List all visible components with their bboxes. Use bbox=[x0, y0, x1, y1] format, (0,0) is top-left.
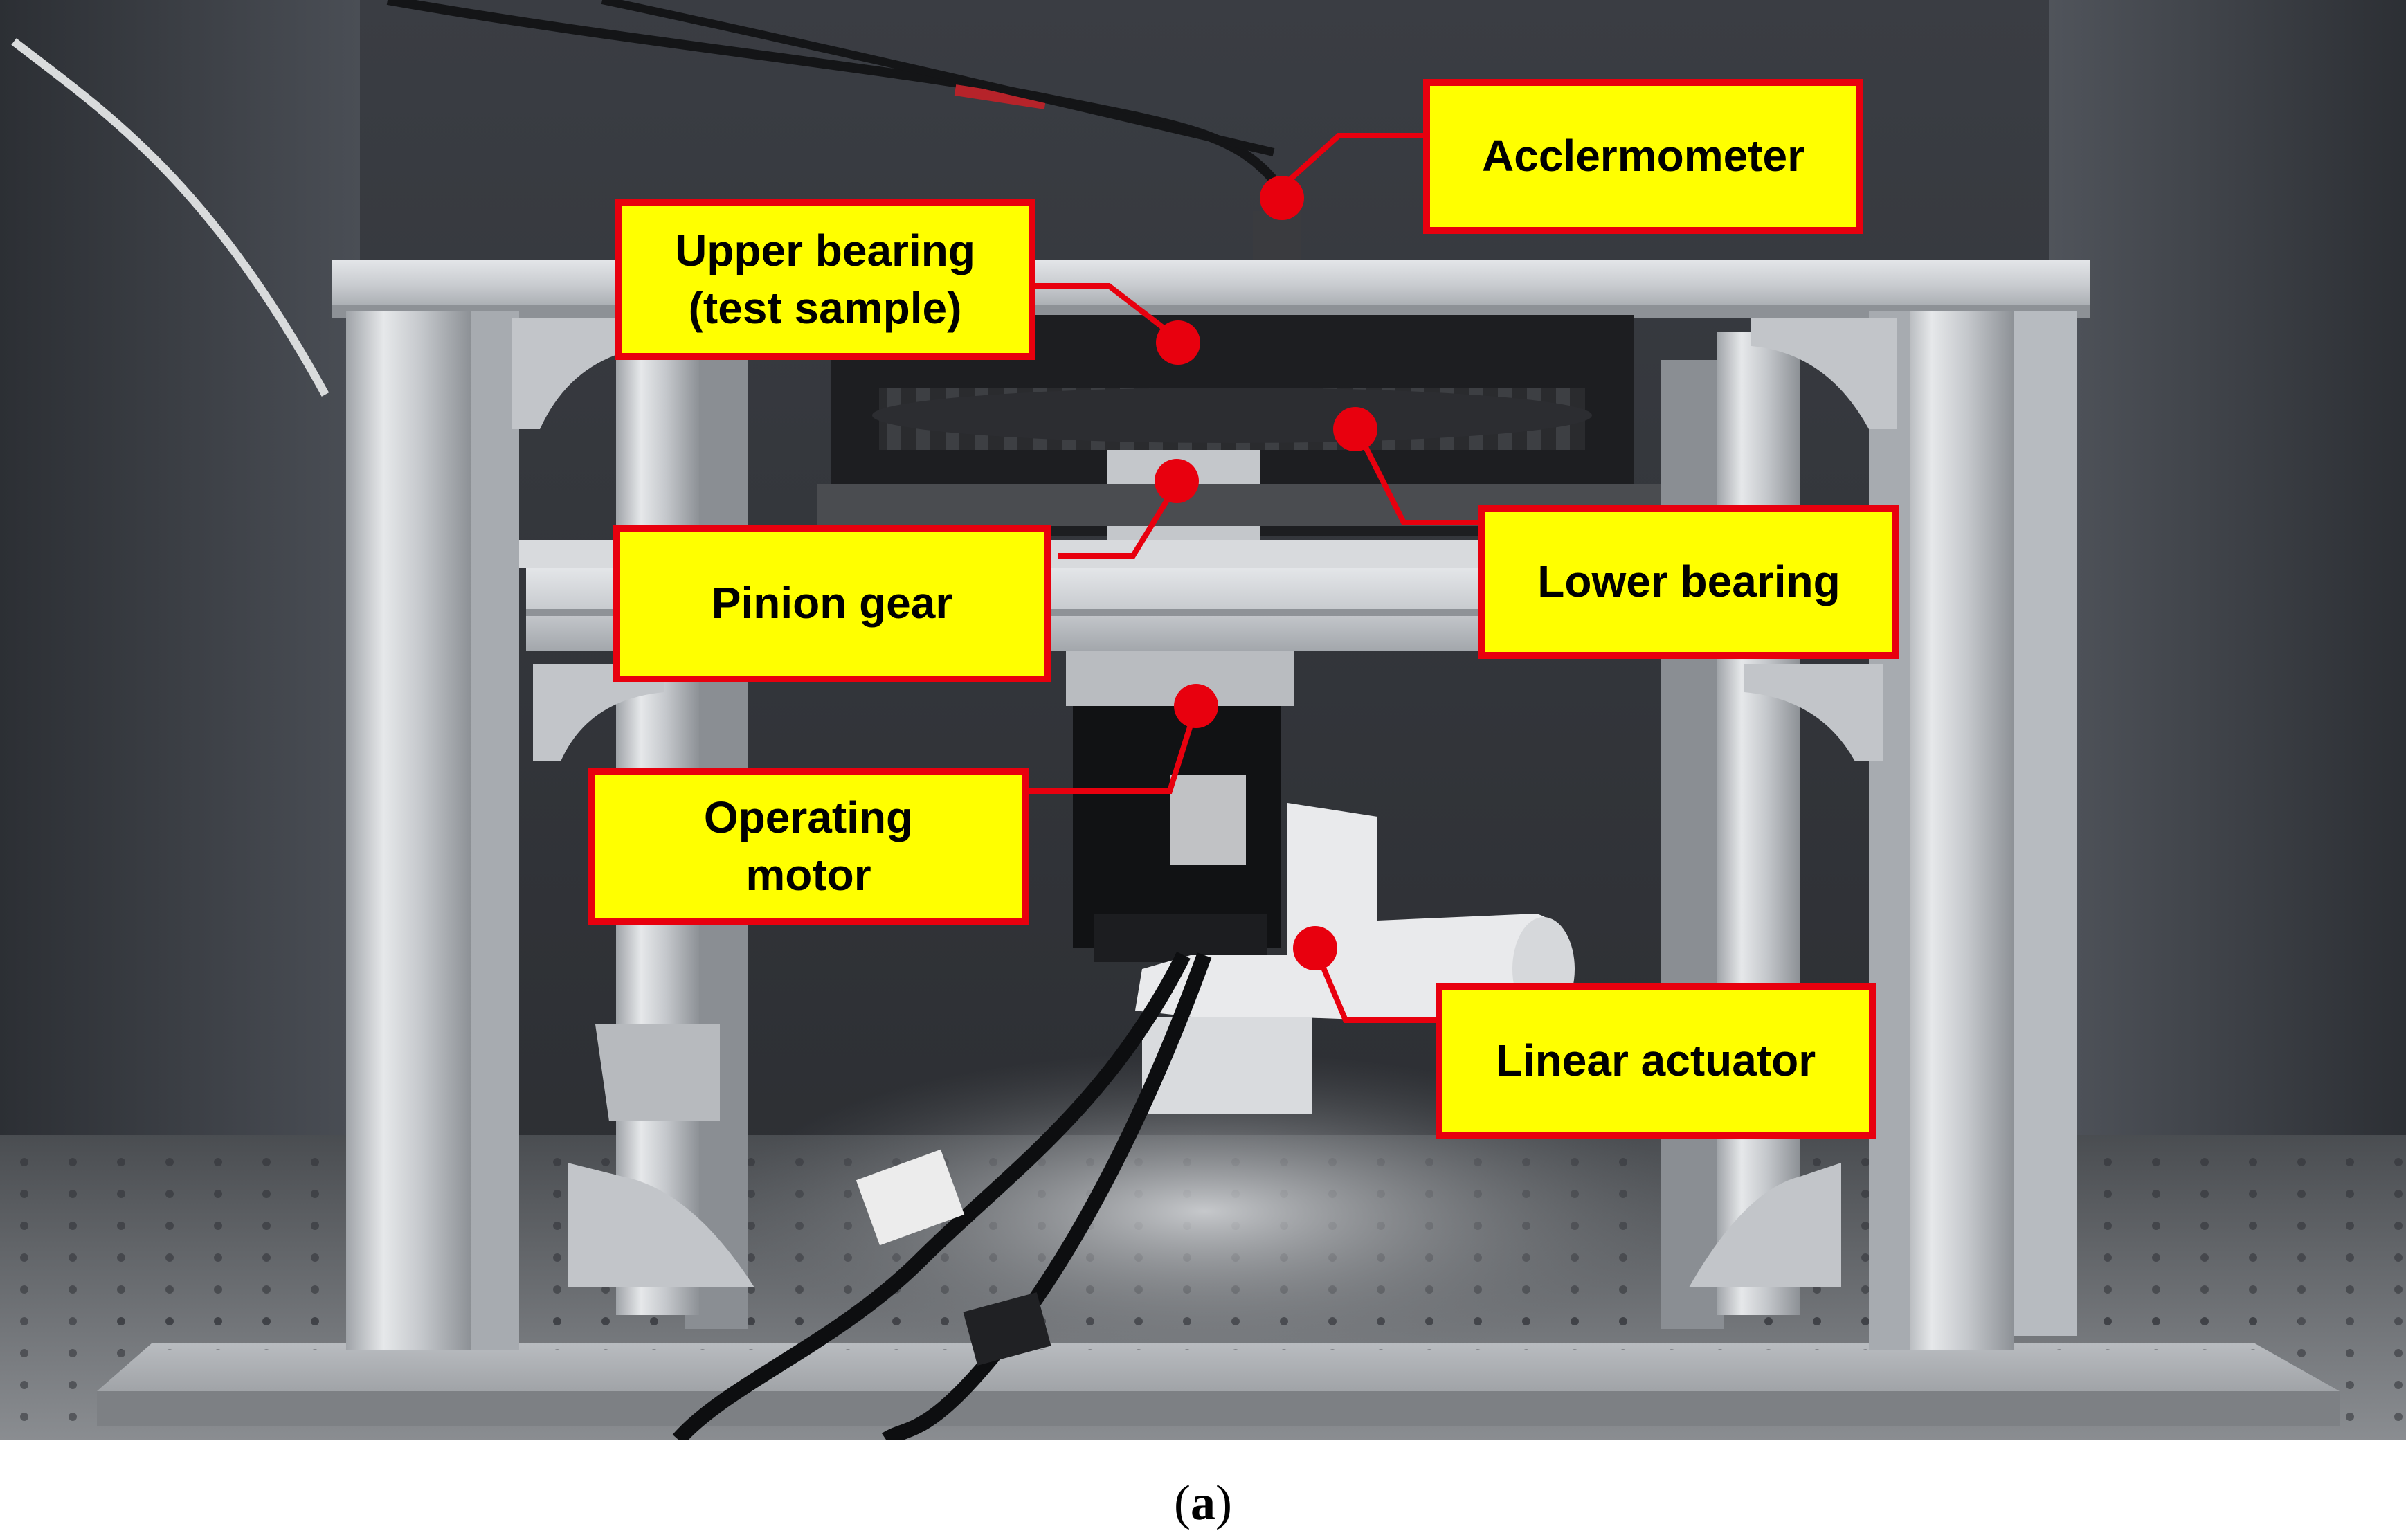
test-rig-photo bbox=[0, 0, 2406, 1440]
marker-upper-bearing bbox=[1156, 320, 1200, 365]
label-accelerometer: Acclermometer bbox=[1423, 79, 1863, 234]
marker-lower-bearing bbox=[1333, 407, 1377, 451]
label-operating-motor: Operating motor bbox=[588, 768, 1029, 925]
label-lower-bearing: Lower bearing bbox=[1478, 505, 1899, 659]
label-pinion-gear: Pinion gear bbox=[613, 525, 1051, 682]
figure-caption: (a) bbox=[1174, 1475, 1232, 1530]
marker-operating-motor bbox=[1174, 684, 1218, 728]
leader-lines bbox=[1029, 133, 1485, 1023]
marker-linear-actuator bbox=[1293, 926, 1337, 970]
label-linear-actuator: Linear actuator bbox=[1436, 983, 1876, 1139]
marker-pinion-gear bbox=[1155, 459, 1199, 503]
marker-accelerometer bbox=[1260, 176, 1304, 220]
label-upper-bearing: Upper bearing (test sample) bbox=[615, 199, 1035, 360]
